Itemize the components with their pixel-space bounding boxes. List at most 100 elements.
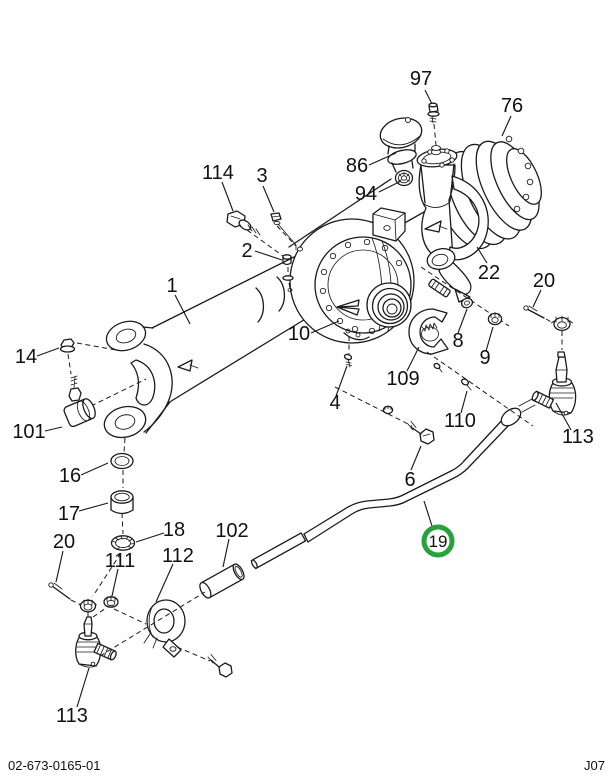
bushing-17 — [110, 490, 134, 515]
svg-text:14: 14 — [15, 346, 37, 368]
callout-113-right[interactable]: 113 — [555, 402, 594, 448]
castle-nut-left — [79, 598, 97, 613]
callout-76[interactable]: 76 — [501, 95, 523, 137]
callout-113-left[interactable]: 113 — [56, 667, 90, 727]
svg-text:20: 20 — [53, 531, 75, 553]
callouts: 97 76 86 94 114 3 2 22 1 10 8 9 20 14 10… — [12, 68, 594, 727]
cotter-pin-20-left — [48, 582, 71, 600]
cover-mark-arrow — [336, 299, 360, 316]
clamp-bolt — [207, 654, 233, 678]
svg-text:22: 22 — [478, 262, 500, 284]
svg-text:8: 8 — [452, 330, 463, 352]
callout-17[interactable]: 17 — [58, 502, 109, 525]
castle-nut-right — [551, 315, 573, 332]
svg-text:113: 113 — [562, 426, 594, 448]
bolt-4 — [343, 353, 353, 368]
svg-text:114: 114 — [202, 162, 234, 184]
highlight-ring — [421, 524, 455, 558]
svg-text:109: 109 — [386, 368, 419, 390]
ring-18 — [110, 535, 136, 551]
svg-text:112: 112 — [162, 545, 194, 567]
nut-6 — [382, 405, 394, 415]
svg-text:3: 3 — [256, 165, 267, 187]
kingpin-seal — [394, 169, 414, 187]
callout-97[interactable]: 97 — [410, 68, 433, 105]
callout-112[interactable]: 112 — [155, 545, 194, 603]
callout-16[interactable]: 16 — [59, 462, 109, 487]
callout-109[interactable]: 109 — [386, 346, 420, 390]
kingpin-flange — [416, 145, 458, 204]
nut-2 — [282, 254, 294, 292]
adjusting-sleeve — [199, 563, 245, 599]
callout-18[interactable]: 18 — [135, 519, 185, 543]
callout-111[interactable]: 111 — [105, 550, 135, 597]
svg-text:16: 16 — [59, 465, 81, 487]
callout-101[interactable]: 101 — [12, 421, 63, 443]
svg-text:86: 86 — [346, 155, 368, 177]
differential-carrier — [289, 218, 415, 344]
svg-text:18: 18 — [163, 519, 185, 541]
tie-rod-tube — [303, 398, 536, 543]
callout-4[interactable]: 4 — [329, 365, 348, 414]
nut-14 — [59, 338, 82, 402]
doc-number: 02-673-0165-01 — [8, 758, 101, 773]
nut-9 — [487, 312, 503, 326]
callout-94[interactable]: 94 — [355, 180, 402, 205]
washer-8 — [460, 297, 474, 309]
screw-110-a — [433, 362, 443, 373]
svg-text:19: 19 — [429, 532, 448, 551]
callout-2[interactable]: 2 — [241, 240, 283, 262]
tie-rod-end-right — [531, 351, 577, 416]
nut-111 — [103, 595, 119, 608]
svg-text:97: 97 — [410, 68, 432, 90]
cotter-pin-20-right — [523, 305, 545, 319]
callout-22[interactable]: 22 — [476, 246, 500, 284]
tie-rod-clamp — [143, 599, 186, 658]
svg-text:76: 76 — [501, 95, 523, 117]
svg-text:10: 10 — [288, 323, 310, 345]
svg-text:113: 113 — [56, 705, 88, 727]
stud-8 — [428, 278, 451, 298]
svg-text:9: 9 — [479, 347, 490, 369]
nut-3 — [270, 212, 297, 251]
callout-9[interactable]: 9 — [479, 326, 494, 369]
callout-8[interactable]: 8 — [452, 308, 468, 352]
callout-19-highlighted[interactable]: 19 — [421, 500, 455, 558]
callout-102[interactable]: 102 — [215, 520, 249, 568]
svg-text:111: 111 — [105, 550, 135, 572]
page-code: J07 — [584, 758, 605, 773]
svg-text:6: 6 — [404, 469, 415, 491]
callout-110[interactable]: 110 — [444, 390, 476, 432]
svg-text:1: 1 — [166, 275, 177, 297]
bolt-6 — [407, 421, 435, 445]
spring-seat-bracket — [372, 207, 406, 242]
svg-text:101: 101 — [12, 421, 45, 443]
callout-114[interactable]: 114 — [202, 162, 234, 212]
bolt-97 — [427, 102, 440, 124]
callout-20-right[interactable]: 20 — [532, 270, 555, 308]
svg-text:110: 110 — [444, 410, 476, 432]
chamber-clamp-tabs — [505, 135, 534, 213]
kingpin-cap — [379, 117, 423, 173]
callout-10[interactable]: 10 — [288, 320, 340, 345]
flange-bolt-holes — [319, 238, 403, 335]
fasteners — [48, 102, 573, 678]
washer-16 — [110, 452, 134, 470]
tie-rod-end-left — [75, 616, 117, 668]
callout-1[interactable]: 1 — [166, 275, 191, 325]
beam-mark-arrow — [177, 359, 193, 372]
callout-6[interactable]: 6 — [404, 445, 422, 491]
plug-101 — [63, 398, 96, 428]
callout-20-left[interactable]: 20 — [53, 531, 75, 583]
callout-86[interactable]: 86 — [346, 152, 397, 177]
svg-text:2: 2 — [241, 240, 252, 262]
pinion-hub — [366, 282, 412, 328]
callout-14[interactable]: 14 — [15, 346, 60, 368]
callout-3[interactable]: 3 — [256, 165, 275, 213]
lock-fork — [408, 308, 449, 355]
svg-text:20: 20 — [533, 270, 555, 292]
svg-text:4: 4 — [329, 392, 340, 414]
steering-knuckle — [416, 145, 489, 303]
